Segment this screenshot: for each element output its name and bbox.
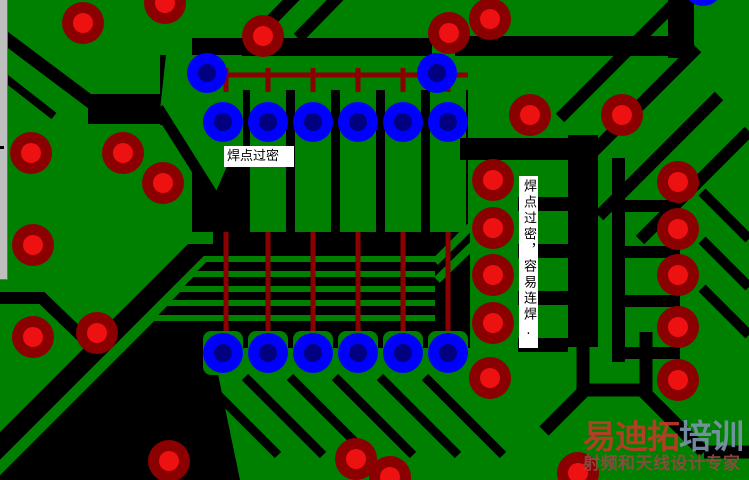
pad-blue[interactable] [293,102,333,142]
pad-red[interactable] [428,12,470,54]
pad-red[interactable] [472,159,514,201]
pad-blue[interactable] [203,102,243,142]
pad-blue[interactable] [338,102,378,142]
watermark-brand: 易迪拓培训 [583,417,749,456]
pad-red[interactable] [657,254,699,296]
pad-blue[interactable] [293,333,333,373]
pad-red[interactable] [657,359,699,401]
pad-red[interactable] [601,94,643,136]
pad-red[interactable] [472,207,514,249]
trace-channels-bottom [153,105,507,459]
pad-red[interactable] [76,312,118,354]
pad-red[interactable] [102,132,144,174]
watermark-tagline: 射频和天线设计专家 [583,453,741,474]
pad-red[interactable] [12,224,54,266]
pad-red[interactable] [148,440,190,480]
pad-red[interactable] [469,0,511,40]
annotation-label-right[interactable]: 焊点过密，容易连焊. [519,176,538,348]
pad-red[interactable] [472,254,514,296]
left-panel-edge [0,0,8,280]
pad-red[interactable] [657,161,699,203]
pad-blue[interactable] [383,102,423,142]
pad-red[interactable] [657,208,699,250]
pad-blue[interactable] [428,102,468,142]
annotation-label-top[interactable]: 焊点过密 [224,146,294,167]
pad-red[interactable] [557,452,599,480]
watermark-brand-red: 易迪拓 [583,417,680,456]
inner-layer-traces [223,232,451,344]
pad-blue[interactable] [248,102,288,142]
panel-tick-mark [0,146,4,149]
pad-red[interactable] [369,456,411,480]
pad-red[interactable] [142,162,184,204]
pad-blue[interactable] [428,333,468,373]
pad-blue[interactable] [417,53,457,93]
pad-blue[interactable] [383,333,423,373]
pad-red[interactable] [469,357,511,399]
red-pads-group [10,0,699,480]
watermark-brand-blue: 培训 [679,417,744,456]
pad-red[interactable] [144,0,186,24]
blue-pads-group [187,0,723,373]
pad-red[interactable] [335,438,377,480]
pad-red[interactable] [657,306,699,348]
pad-red[interactable] [62,2,104,44]
pad-blue[interactable] [338,333,378,373]
pad-red[interactable] [509,94,551,136]
pad-red[interactable] [242,15,284,57]
pad-red[interactable] [12,316,54,358]
pad-red[interactable] [10,132,52,174]
pad-blue[interactable] [248,333,288,373]
pad-blue[interactable] [683,0,723,6]
pad-blue[interactable] [203,333,243,373]
pad-red[interactable] [472,302,514,344]
pad-blue[interactable] [187,53,227,93]
watermark: 易迪拓培训 射频和天线设计专家 [583,417,749,474]
